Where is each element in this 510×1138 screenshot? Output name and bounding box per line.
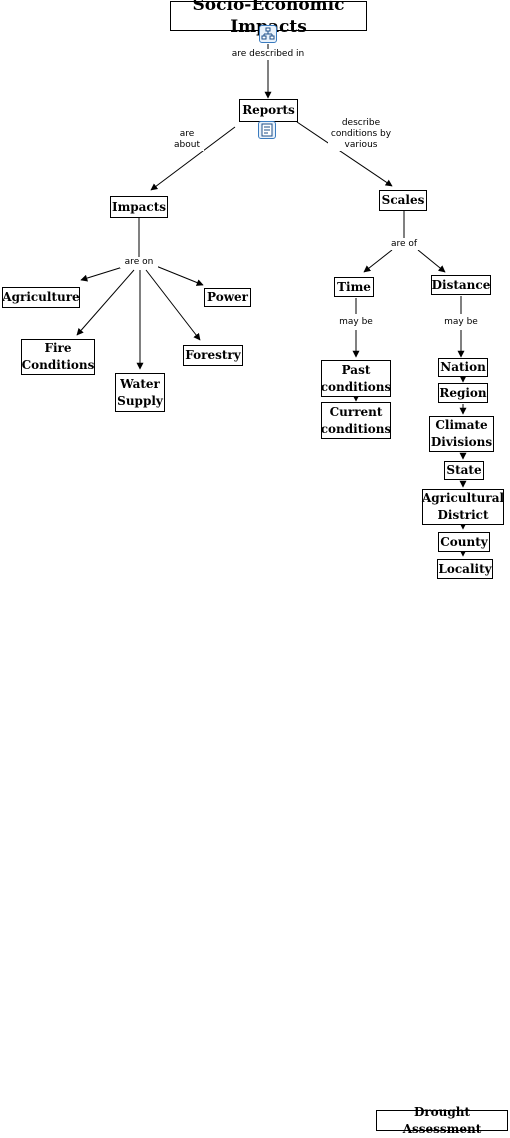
node-fire-conditions[interactable]: Fire Conditions <box>21 339 95 375</box>
node-current-conditions[interactable]: Current conditions <box>321 402 391 439</box>
node-impacts[interactable]: Impacts <box>110 196 168 218</box>
node-climate-divisions[interactable]: Climate Divisions <box>429 416 494 452</box>
node-locality[interactable]: Locality <box>437 559 493 579</box>
link-are-on: are on <box>120 257 158 268</box>
link-are-described-in: are described in <box>226 49 310 60</box>
node-agricultural-district[interactable]: Agricultural District <box>422 489 504 525</box>
node-nation[interactable]: Nation <box>438 358 488 377</box>
node-region[interactable]: Region <box>438 383 488 403</box>
node-agriculture[interactable]: Agriculture <box>2 287 80 308</box>
node-distance[interactable]: Distance <box>431 275 491 295</box>
link-are-about: are about <box>170 129 204 151</box>
node-water-supply[interactable]: Water Supply <box>115 373 165 412</box>
concept-map-icon[interactable] <box>259 25 277 43</box>
node-time[interactable]: Time <box>334 277 374 297</box>
link-describe-conditions: describe conditions by various <box>328 118 394 151</box>
node-past-conditions[interactable]: Past conditions <box>321 360 391 397</box>
link-may-be-distance: may be <box>439 317 483 328</box>
link-may-be-time: may be <box>334 317 378 328</box>
node-forestry[interactable]: Forestry <box>183 345 243 366</box>
node-drought-assessment[interactable]: Drought Assessment <box>376 1105 508 1136</box>
node-state[interactable]: State <box>444 461 484 480</box>
link-are-of: are of <box>386 239 422 250</box>
node-power[interactable]: Power <box>204 288 251 307</box>
node-scales[interactable]: Scales <box>379 190 427 211</box>
node-county[interactable]: County <box>438 532 490 552</box>
node-reports[interactable]: Reports <box>239 99 298 122</box>
document-icon[interactable] <box>258 121 276 139</box>
